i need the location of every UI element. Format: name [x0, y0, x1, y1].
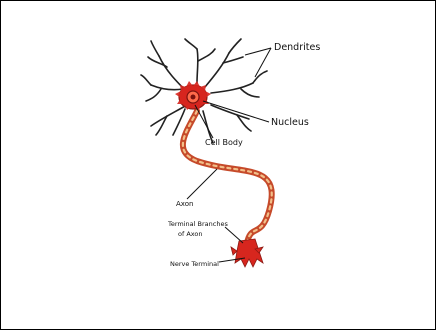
label-dendrites: Dendrites — [274, 42, 320, 53]
label-terminal-branches-line2: of Axon — [178, 230, 203, 238]
label-nerve-terminal: Nerve Terminal — [170, 260, 219, 268]
nucleus — [187, 91, 199, 103]
nerve-terminal — [231, 239, 263, 267]
label-cell-body: Cell Body — [205, 138, 243, 147]
label-axon: Axon — [176, 200, 193, 208]
label-terminal-branches-line1: Terminal Branches — [167, 220, 228, 228]
label-nucleus: Nucleus — [271, 117, 309, 128]
